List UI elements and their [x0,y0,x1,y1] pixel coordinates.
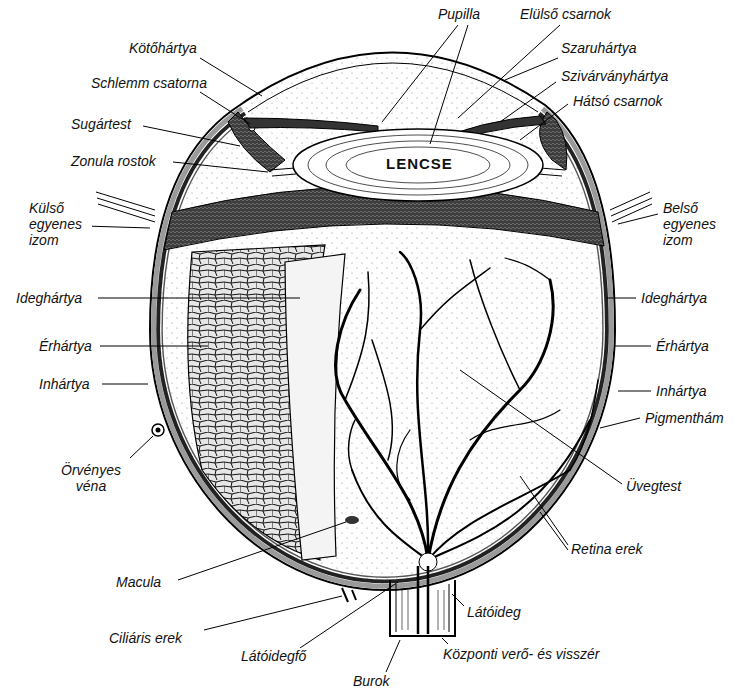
part-label: Szaruhártya [560,40,637,56]
part-label: Kötőhártya [128,40,198,56]
part-label: Szivárványhártya [560,68,669,84]
part-label: Központi verő- és visszér [442,646,600,662]
iris [244,118,378,132]
part-label: Külső egyenes izom [28,200,92,248]
part-label: Ideghártya [640,290,708,306]
cornea-inner [248,63,538,112]
part-label: Schlemm csatorna [90,75,208,91]
choroid-layer [158,113,607,581]
leader-lines [84,25,658,672]
part-label: Inhártya [38,376,91,392]
muscle [96,192,155,222]
part-label: Zonula rostok [70,153,157,169]
part-label: Érhártya [38,338,93,354]
part-label: Retina erek [570,541,644,557]
lens-label: LENCSE [383,156,456,172]
retina-vessels [336,252,598,560]
optic-nerve [390,566,455,636]
macula-spot [345,516,359,524]
lens [293,129,543,201]
part-label: Sugártest [70,116,132,132]
part-label: Látóideg [466,604,522,620]
eyeball-outline [150,53,615,591]
part-label: Érhártya [655,338,710,354]
part-label: Pupilla [437,6,481,22]
part-label: Üvegtest [625,478,682,494]
retina-flap [285,254,345,560]
sclera-layer [153,109,611,587]
part-label: Burok [352,673,391,689]
vortex-vein [152,424,164,436]
part-label: Ciliáris erek [108,630,183,646]
retina-layer [162,117,603,577]
part-label: Ideghártya [15,290,83,306]
part-label: Inhártya [655,383,708,399]
part-label: Macula [115,574,162,590]
vortex-vein [156,428,161,433]
part-label: Látóidegfő [240,648,307,664]
part-label: Pigmenthám [644,410,725,426]
part-label: Elülső csarnok [519,6,612,22]
part-label: Örvényes véna [50,462,132,494]
part-label: Hátsó csarnok [572,93,663,109]
part-label: Belső egyenes izom [662,200,726,248]
ciliary-vessel [342,588,356,602]
